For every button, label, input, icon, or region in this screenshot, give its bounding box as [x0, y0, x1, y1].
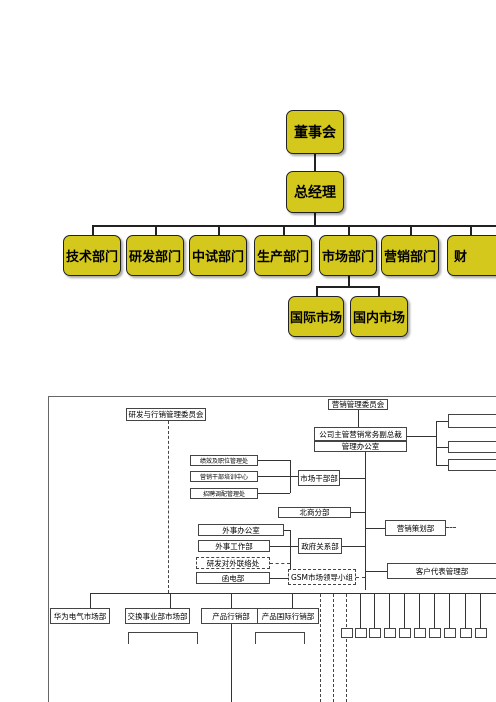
- dept-marketing-box: 营销部门: [381, 235, 439, 276]
- dept-finance-box: 财: [447, 235, 496, 276]
- marketing-committee-box: 营销管理委员会: [328, 399, 388, 410]
- north-branch-box: 北商分部: [278, 507, 351, 518]
- gov-relations-box: 政府关系部: [298, 538, 342, 554]
- spine-line: [365, 452, 366, 590]
- bottom-chart-frame: [48, 396, 496, 702]
- domestic-market-box: 国内市场: [350, 296, 408, 337]
- market-cadre-box: 市场干部部: [298, 470, 340, 486]
- client-mgmt-box: 客户代表管理部: [387, 563, 496, 579]
- connector-market-bus: [316, 286, 379, 288]
- hr-item-training: 营销干部培训中心: [190, 471, 258, 482]
- gov-item-foreign-work: 外事工作部: [198, 540, 270, 552]
- bottom-bus-line: [90, 593, 496, 594]
- connector-board-gm: [314, 154, 316, 171]
- hr-item-recruit: 招聘调配管理处: [190, 488, 258, 499]
- vp-box: 公司主管营销常务副总裁: [314, 427, 407, 441]
- bottom-dept-product-marketing: 产品行销部: [201, 608, 261, 624]
- gov-item-rd-liaison: 研发对外联络处: [196, 557, 270, 569]
- dept-rd-box: 研发部门: [126, 235, 184, 276]
- hr-item-performance: 绩效及职位管理处: [190, 455, 258, 466]
- dept-production-box: 生产部门: [254, 235, 312, 276]
- board-box: 董事会: [286, 110, 344, 154]
- dept-tech-box: 技术部门: [63, 235, 121, 276]
- planning-box: 营销策划部: [385, 520, 446, 536]
- connector-dept-bus: [92, 225, 496, 227]
- intl-market-box: 国际市场: [288, 296, 344, 337]
- bottom-dept-intl-product-marketing: 产品国际行销部: [257, 608, 319, 624]
- bottom-dept-huawei-electric: 华为电气市场部: [50, 608, 110, 624]
- office-box: 管理办公室: [314, 441, 407, 452]
- gsm-group-box: GSM市场领导小组: [288, 569, 356, 585]
- connector-market-down: [348, 276, 350, 286]
- dept-pilot-box: 中试部门: [189, 235, 247, 276]
- dept-market-box: 市场部门: [319, 235, 377, 276]
- gov-item-foreign-office: 外事办公室: [198, 524, 284, 536]
- rd-marketing-committee-box: 研发与行销管理委员会: [126, 408, 206, 421]
- bottom-dept-switching: 交换事业部市场部: [125, 608, 190, 624]
- connector-gm-down: [314, 213, 316, 225]
- gov-item-correspondence: 函电部: [196, 572, 270, 584]
- gm-box: 总经理: [286, 171, 344, 213]
